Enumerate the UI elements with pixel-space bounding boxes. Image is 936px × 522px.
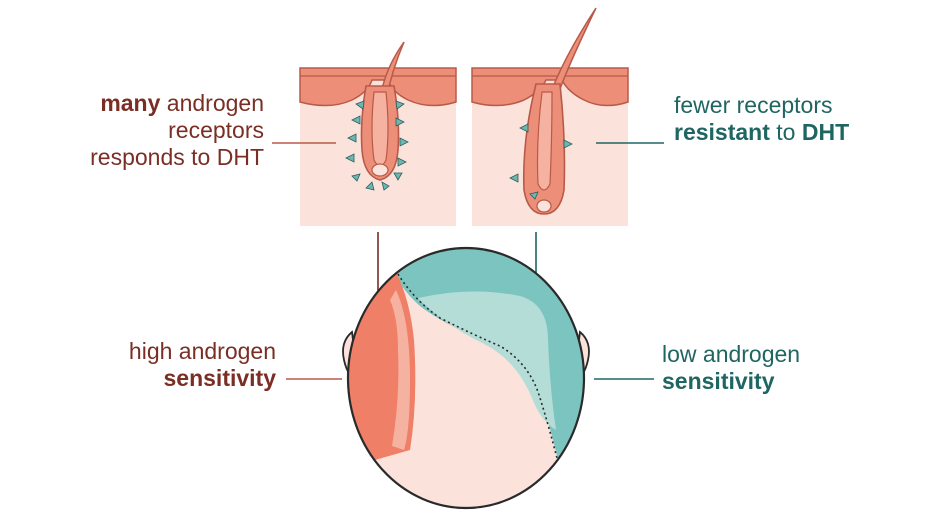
head-top-view [342, 246, 590, 510]
label-text: to [769, 119, 802, 145]
label-many-receptors: many androgen receptors responds to DHT [40, 90, 264, 171]
sensitive-zone-inner [390, 290, 410, 450]
androgen-receptors-many [345, 100, 409, 191]
label-high-sensitivity: high androgen sensitivity [40, 338, 276, 392]
label-emphasis-many: many [100, 90, 161, 116]
label-text: responds to DHT [90, 144, 264, 170]
resistant-zone [348, 248, 584, 470]
label-text: fewer receptors [674, 92, 833, 118]
zone-boundary [397, 273, 561, 471]
label-emphasis-dht: DHT [801, 119, 850, 145]
head-outline [346, 246, 586, 510]
label-low-sensitivity: low androgen sensitivity [662, 341, 902, 395]
label-fewer-receptors: fewer receptors resistant to DHT [674, 92, 914, 146]
follicle-panel-resistant [471, 7, 629, 226]
label-text: androgen [160, 90, 264, 116]
label-emphasis-sensitivity: sensitivity [662, 368, 775, 394]
label-text: low androgen [662, 341, 801, 367]
follicle-panel-sensitive [299, 41, 457, 226]
resistant-zone-inner [418, 291, 556, 430]
label-emphasis-sensitivity: sensitivity [163, 365, 277, 391]
label-emphasis-resistant: resistant [674, 119, 770, 145]
label-text: high androgen [128, 338, 276, 364]
androgen-receptors-few [509, 123, 573, 200]
label-text: receptors [168, 117, 264, 143]
